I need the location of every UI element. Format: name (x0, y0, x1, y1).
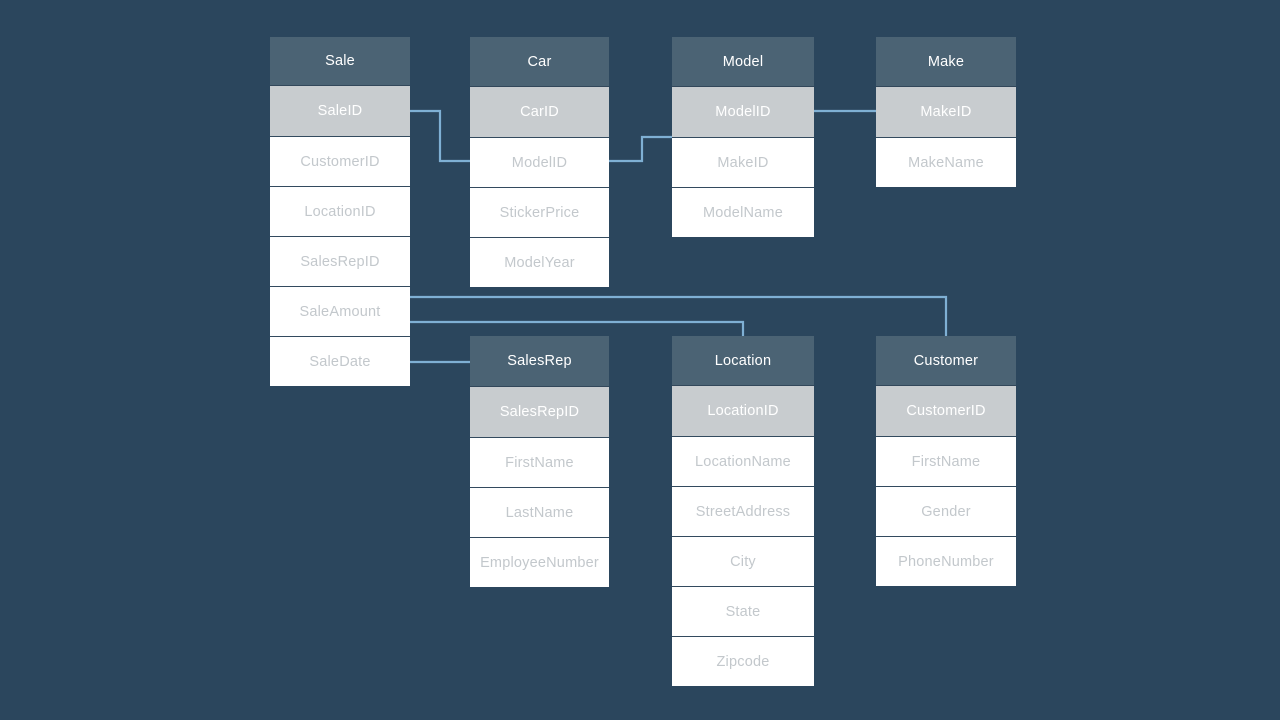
entity-header-customer: Customer (876, 336, 1016, 386)
field-row-location-locationname[interactable]: LocationName (672, 436, 814, 486)
field-row-salesrep-salesrepid[interactable]: SalesRepID (470, 387, 609, 437)
field-row-model-modelid[interactable]: ModelID (672, 87, 814, 137)
field-row-car-modelid[interactable]: ModelID (470, 137, 609, 187)
field-row-car-carid[interactable]: CarID (470, 87, 609, 137)
field-row-location-zipcode[interactable]: Zipcode (672, 636, 814, 686)
field-row-location-city[interactable]: City (672, 536, 814, 586)
connector-sale-carid (410, 109, 470, 163)
field-row-model-modelname[interactable]: ModelName (672, 187, 814, 237)
field-row-location-locationid[interactable]: LocationID (672, 386, 814, 436)
entity-header-sale: Sale (270, 37, 410, 86)
field-row-customer-customerid[interactable]: CustomerID (876, 386, 1016, 436)
field-row-model-makeid[interactable]: MakeID (672, 137, 814, 187)
connector-car-modelid (609, 135, 672, 163)
field-row-customer-gender[interactable]: Gender (876, 486, 1016, 536)
field-row-location-state[interactable]: State (672, 586, 814, 636)
entity-header-model: Model (672, 37, 814, 87)
entity-header-car: Car (470, 37, 609, 87)
connector-sale-customerid (410, 295, 948, 336)
field-row-customer-phonenumber[interactable]: PhoneNumber (876, 536, 1016, 586)
connector-sale-locationid (410, 320, 745, 336)
field-row-location-streetaddress[interactable]: StreetAddress (672, 486, 814, 536)
field-row-sale-locationid[interactable]: LocationID (270, 186, 410, 236)
field-row-make-makeid[interactable]: MakeID (876, 87, 1016, 137)
field-row-salesrep-lastname[interactable]: LastName (470, 487, 609, 537)
field-row-car-stickerprice[interactable]: StickerPrice (470, 187, 609, 237)
entity-header-make: Make (876, 37, 1016, 87)
field-row-sale-customerid[interactable]: CustomerID (270, 136, 410, 186)
field-row-sale-saleamount[interactable]: SaleAmount (270, 286, 410, 336)
field-row-make-makename[interactable]: MakeName (876, 137, 1016, 187)
field-row-car-modelyear[interactable]: ModelYear (470, 237, 609, 287)
field-row-sale-saleid[interactable]: SaleID (270, 86, 410, 136)
entity-header-salesrep: SalesRep (470, 336, 609, 387)
field-row-customer-firstname[interactable]: FirstName (876, 436, 1016, 486)
entity-header-location: Location (672, 336, 814, 386)
field-row-salesrep-firstname[interactable]: FirstName (470, 437, 609, 487)
field-row-salesrep-employeenumber[interactable]: EmployeeNumber (470, 537, 609, 587)
field-row-sale-saledate[interactable]: SaleDate (270, 336, 410, 386)
field-row-sale-salesrepid[interactable]: SalesRepID (270, 236, 410, 286)
